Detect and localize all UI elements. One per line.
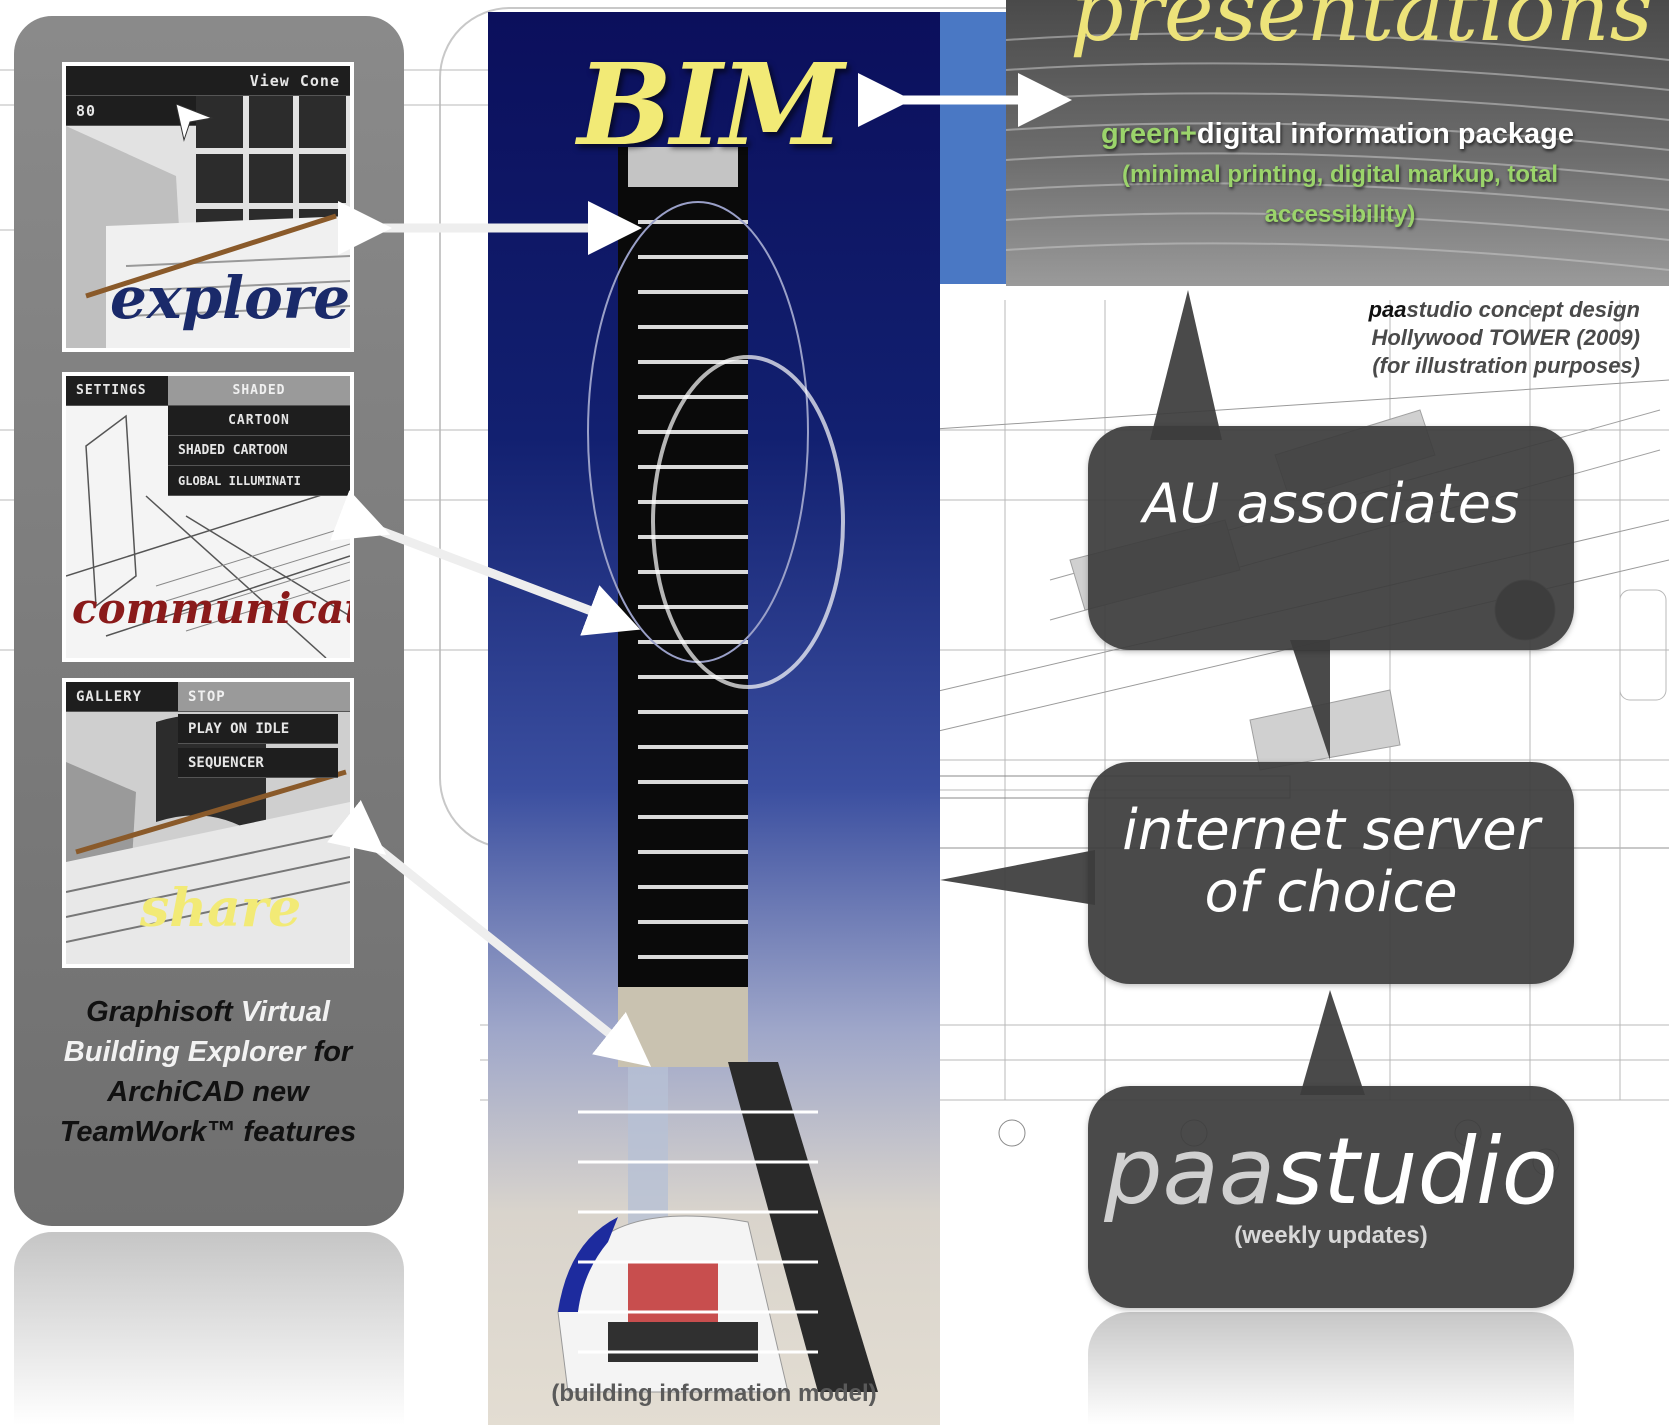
communicate-label: communicate xyxy=(72,584,350,633)
menu-item-stop[interactable]: STOP xyxy=(178,682,350,712)
au-bubble-tail xyxy=(1150,290,1222,440)
concept-line1: paastudio concept design xyxy=(1368,297,1640,322)
menu-item-shaded-cartoon[interactable]: SHADED CARTOON xyxy=(168,436,350,466)
concept-line3: (for illustration purposes) xyxy=(1372,353,1640,378)
view-cone-value[interactable]: 80 xyxy=(66,96,196,126)
menu-item-play-on-idle[interactable]: PLAY ON IDLE xyxy=(178,714,338,744)
package-label: digital information package xyxy=(1196,118,1574,150)
presentations-subtitle: green+digital information package xyxy=(1006,118,1669,151)
left-panel-reflection xyxy=(14,1232,404,1425)
cursor-icon xyxy=(176,104,214,142)
presentations-panel xyxy=(1006,0,1669,286)
menu-item-global-illumination[interactable]: GLOBAL ILLUMINATI xyxy=(168,466,350,496)
menu-item-cartoon[interactable]: CARTOON xyxy=(168,406,350,436)
arrow-communicate-bim xyxy=(330,490,641,636)
explore-label: explore xyxy=(110,264,351,332)
explore-thumbnail: View Cone 80 explore xyxy=(62,62,354,352)
presentations-note: (minimal printing, digital markup, total… xyxy=(1121,161,1559,228)
menu-item-sequencer[interactable]: SEQUENCER xyxy=(178,748,338,778)
view-cone-menu[interactable]: View Cone xyxy=(66,66,350,96)
communicate-thumbnail: SETTINGS SHADED CARTOON SHADED CARTOON G… xyxy=(62,372,354,662)
caption-vbe: Virtual Building Explorer xyxy=(63,996,330,1068)
internet-server-label: internet server of choice xyxy=(1122,798,1540,925)
settings-menu[interactable]: SETTINGS xyxy=(66,376,168,406)
green-label: green+ xyxy=(1101,118,1197,150)
paastudio-label: paastudio xyxy=(1104,1118,1558,1225)
au-bubble-tail-down xyxy=(1290,640,1330,760)
gallery-menu[interactable]: GALLERY xyxy=(66,682,178,712)
concept-line2: Hollywood TOWER (2009) xyxy=(1371,325,1640,350)
concept-caption: paastudio concept design Hollywood TOWER… xyxy=(1330,296,1640,380)
share-label: share xyxy=(140,878,302,939)
stair-render-share xyxy=(66,682,350,964)
internet-server-bubble xyxy=(1088,762,1574,984)
share-thumbnail: GALLERY STOP PLAY ON IDLE SEQUENCER shar… xyxy=(62,678,354,968)
presentations-title: presentations xyxy=(1070,0,1653,60)
blue-strip xyxy=(940,12,1006,284)
caption-graphisoft: Graphisoft xyxy=(86,996,241,1028)
paastudio-bubble-reflection xyxy=(1088,1312,1574,1425)
bim-title: BIM xyxy=(577,40,844,171)
stair-render-explore xyxy=(66,66,350,348)
bim-caption: (building information model) xyxy=(551,1380,877,1407)
arrow-share-bim xyxy=(327,800,652,1067)
au-associates-bubble xyxy=(1088,426,1574,650)
paastudio-sub-label: (weekly updates) xyxy=(1234,1222,1428,1249)
stacked-sheets-graphic xyxy=(1006,32,1669,271)
tower-illustration xyxy=(557,147,878,1393)
server-bubble-tail xyxy=(940,850,1095,905)
au-associates-label: AU associates xyxy=(1142,472,1520,535)
menu-item-shaded[interactable]: SHADED xyxy=(168,376,350,406)
paa-bubble-tail xyxy=(1300,990,1365,1095)
paastudio-bubble xyxy=(1088,1086,1574,1308)
